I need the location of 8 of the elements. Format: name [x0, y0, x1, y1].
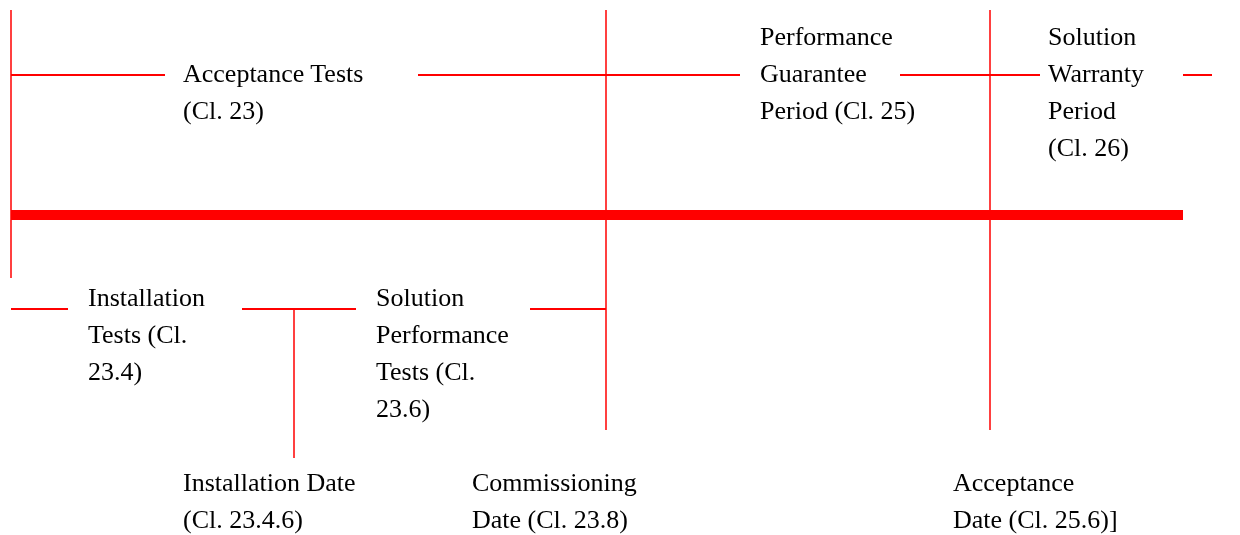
period-label: Solution Performance Tests (Cl. 23.6) [376, 282, 510, 425]
period-label: Performance Guarantee Period (Cl. 25) [760, 21, 917, 127]
milestone-label: Acceptance Date (Cl. 25.6)] [953, 467, 1119, 535]
period-label: Acceptance Tests (Cl. 23) [183, 58, 365, 127]
milestone-label: Installation Date (Cl. 23.4.6) [183, 467, 357, 535]
period-label: Installation Tests (Cl. 23.4) [88, 282, 206, 388]
period-label: Solution Warranty Period (Cl. 26) [1048, 21, 1146, 164]
milestone-label: Commissioning Date (Cl. 23.8) [472, 467, 638, 535]
